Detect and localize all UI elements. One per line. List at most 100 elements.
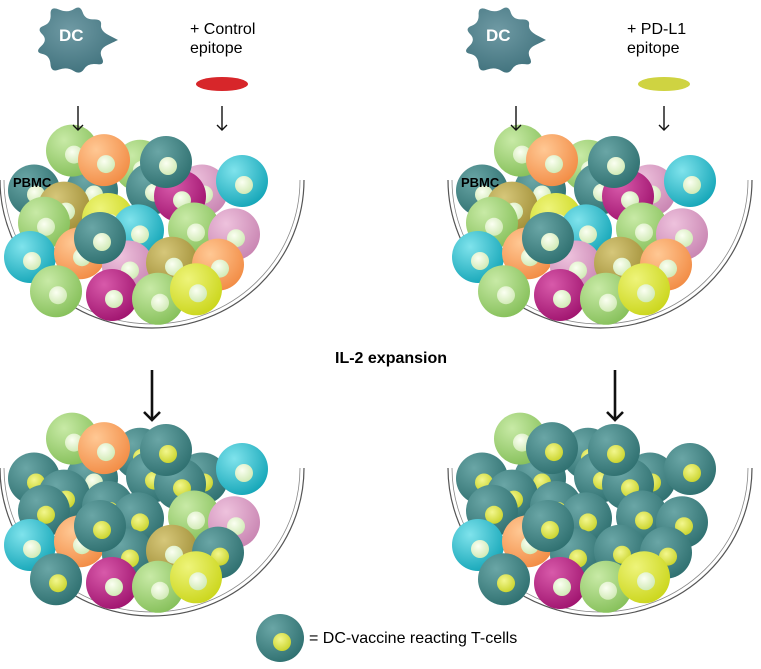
cell-nucleus — [37, 505, 55, 524]
dendritic-cell-body — [466, 7, 546, 73]
cell-icon — [140, 424, 192, 476]
cell-icon — [534, 269, 586, 321]
cell-icon — [478, 553, 530, 606]
bottom-right-cells — [452, 412, 716, 613]
cell-nucleus — [187, 511, 205, 530]
cells-layer — [4, 124, 716, 613]
cell-icon — [478, 265, 530, 318]
cell-nucleus — [37, 217, 55, 236]
cell-nucleus — [607, 445, 625, 463]
cell-nucleus — [23, 540, 41, 558]
bottom-left-cells — [4, 412, 268, 613]
down-arrow-icon — [510, 106, 522, 131]
cell-nucleus — [235, 464, 253, 482]
cell-icon — [526, 422, 578, 475]
il2-expansion-label: IL-2 expansion — [335, 350, 448, 367]
cell-nucleus — [93, 521, 111, 539]
cell-nucleus — [485, 217, 503, 236]
cell-icon — [216, 155, 268, 207]
cell-icon — [86, 557, 138, 609]
cell-icon — [170, 263, 222, 316]
cell-nucleus — [635, 223, 653, 242]
cell-nucleus — [105, 578, 123, 596]
cell-nucleus — [599, 581, 617, 600]
cell-nucleus — [159, 445, 177, 463]
cell-icon — [588, 136, 640, 188]
cell-nucleus — [151, 581, 169, 600]
cell-nucleus — [471, 252, 489, 270]
cell-nucleus — [545, 443, 563, 462]
cell-icon — [78, 422, 130, 475]
cell-nucleus — [189, 572, 207, 591]
dendritic-cell-icon-right — [466, 7, 546, 73]
cell-nucleus — [189, 284, 207, 303]
dendritic-cell-body — [38, 7, 118, 73]
cell-icon — [526, 134, 578, 187]
cell-icon — [30, 553, 82, 606]
cell-nucleus — [485, 505, 503, 524]
cell-nucleus — [545, 155, 563, 174]
cell-nucleus — [607, 157, 625, 175]
down-arrow-icon — [216, 106, 228, 131]
cell-icon — [618, 551, 670, 604]
down-arrow-icon — [658, 106, 670, 131]
cell-nucleus — [131, 513, 149, 532]
cell-nucleus — [553, 290, 571, 308]
cell-nucleus — [497, 286, 515, 305]
epitope-label-left-line2: epitope — [190, 40, 243, 57]
cell-icon — [522, 500, 574, 552]
cell-nucleus — [635, 511, 653, 530]
legend-text: = DC-vaccine reacting T-cells — [309, 630, 518, 647]
cell-nucleus — [131, 225, 149, 244]
cell-nucleus — [637, 284, 655, 303]
dc-label-left: DC — [59, 26, 84, 45]
cell-nucleus — [497, 574, 515, 593]
cell-nucleus — [599, 293, 617, 312]
cell-icon — [86, 269, 138, 321]
pbmc-label-right: PBMC — [461, 175, 500, 190]
dendritic-cell-icon-left — [38, 7, 118, 73]
pdl1-epitope-icon — [638, 77, 690, 91]
down-arrow-icon — [72, 106, 84, 131]
cell-icon — [74, 212, 126, 264]
cell-nucleus — [187, 223, 205, 242]
cell-icon — [522, 212, 574, 264]
cell-icon — [78, 134, 130, 187]
cell-icon — [140, 136, 192, 188]
cell-icon — [170, 551, 222, 604]
dc-label-right: DC — [486, 26, 511, 45]
cell-nucleus — [49, 574, 67, 593]
cell-icon — [30, 265, 82, 318]
cell-nucleus — [23, 252, 41, 270]
down-arrow-icon — [143, 370, 161, 422]
cell-icon — [664, 155, 716, 207]
cell-nucleus — [683, 464, 701, 482]
cell-icon — [618, 263, 670, 316]
cell-nucleus — [93, 233, 111, 251]
cell-nucleus — [471, 540, 489, 558]
control-epitope-icon — [196, 77, 248, 91]
epitope-label-right-line1: + PD-L1 — [627, 21, 687, 38]
top-right-cells — [452, 124, 716, 325]
top-left-cells — [4, 124, 268, 325]
legend-cell-icon — [256, 614, 304, 662]
cell-nucleus — [97, 155, 115, 174]
epitope-label-left-line1: + Control — [190, 21, 256, 38]
cell-nucleus — [541, 521, 559, 539]
cell-icon — [664, 443, 716, 495]
cell-nucleus — [683, 176, 701, 194]
cell-nucleus — [579, 225, 597, 244]
pbmc-label-left: PBMC — [13, 175, 52, 190]
epitope-label-left: + Control epitope — [190, 20, 255, 58]
epitope-label-right-line2: epitope — [627, 40, 680, 57]
cell-nucleus — [579, 513, 597, 532]
cell-nucleus — [273, 633, 291, 651]
cell-nucleus — [541, 233, 559, 251]
cell-icon — [588, 424, 640, 476]
cell-nucleus — [151, 293, 169, 312]
cell-nucleus — [235, 176, 253, 194]
down-arrow-icon — [606, 370, 624, 422]
top-layer — [38, 7, 690, 662]
